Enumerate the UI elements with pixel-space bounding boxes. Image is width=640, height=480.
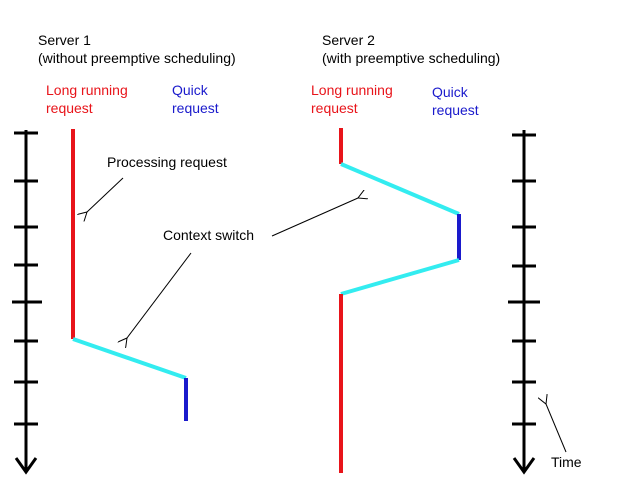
server2-quick-request-label-line1: Quick (432, 84, 468, 100)
server1-quick-request-label-line2: request (172, 100, 219, 116)
left-time-axis (12, 130, 42, 475)
processing-request-annotation: Processing request (107, 154, 227, 170)
server2-title: Server 2 (322, 32, 375, 48)
server1-long-request-label: Long running request (46, 81, 128, 117)
annotation-pointers (87, 177, 567, 453)
server2-context-switch-segment-2 (340, 258, 460, 296)
server1-subtitle: (without preemptive scheduling) (38, 50, 236, 66)
context-switch-pointer-arrow-left (127, 252, 192, 338)
server1-context-switch-segment (72, 337, 187, 380)
server1-quick-request-label-line1: Quick (172, 82, 208, 98)
server1-long-request-label-line2: request (46, 100, 93, 116)
server1-title: Server 1 (38, 32, 91, 48)
right-time-axis (508, 130, 540, 475)
server2-quick-request-label: Quick request (432, 83, 479, 119)
server2-execution (339, 128, 461, 473)
server2-long-request-label-line1: Long running (311, 82, 393, 98)
context-switch-pointer-arrow-right (271, 198, 358, 237)
server2-subtitle: (with preemptive scheduling) (322, 50, 501, 66)
right-axis-arrowhead (512, 457, 536, 475)
time-annotation: Time (551, 454, 582, 470)
server2-long-request-label: Long running request (311, 81, 393, 117)
left-axis-arrowhead (14, 457, 38, 475)
server2-context-switch-segment-1 (340, 162, 460, 216)
server2-long-request-label-line2: request (311, 100, 358, 116)
processing-request-pointer-arrow (87, 177, 124, 212)
server1-long-request-label-line1: Long running (46, 82, 128, 98)
time-pointer-arrow (546, 404, 567, 453)
server2-quick-request-label-line2: request (432, 102, 479, 118)
server1-execution (71, 129, 188, 421)
server1-quick-request-label: Quick request (172, 81, 219, 117)
context-switch-annotation: Context switch (163, 227, 255, 243)
